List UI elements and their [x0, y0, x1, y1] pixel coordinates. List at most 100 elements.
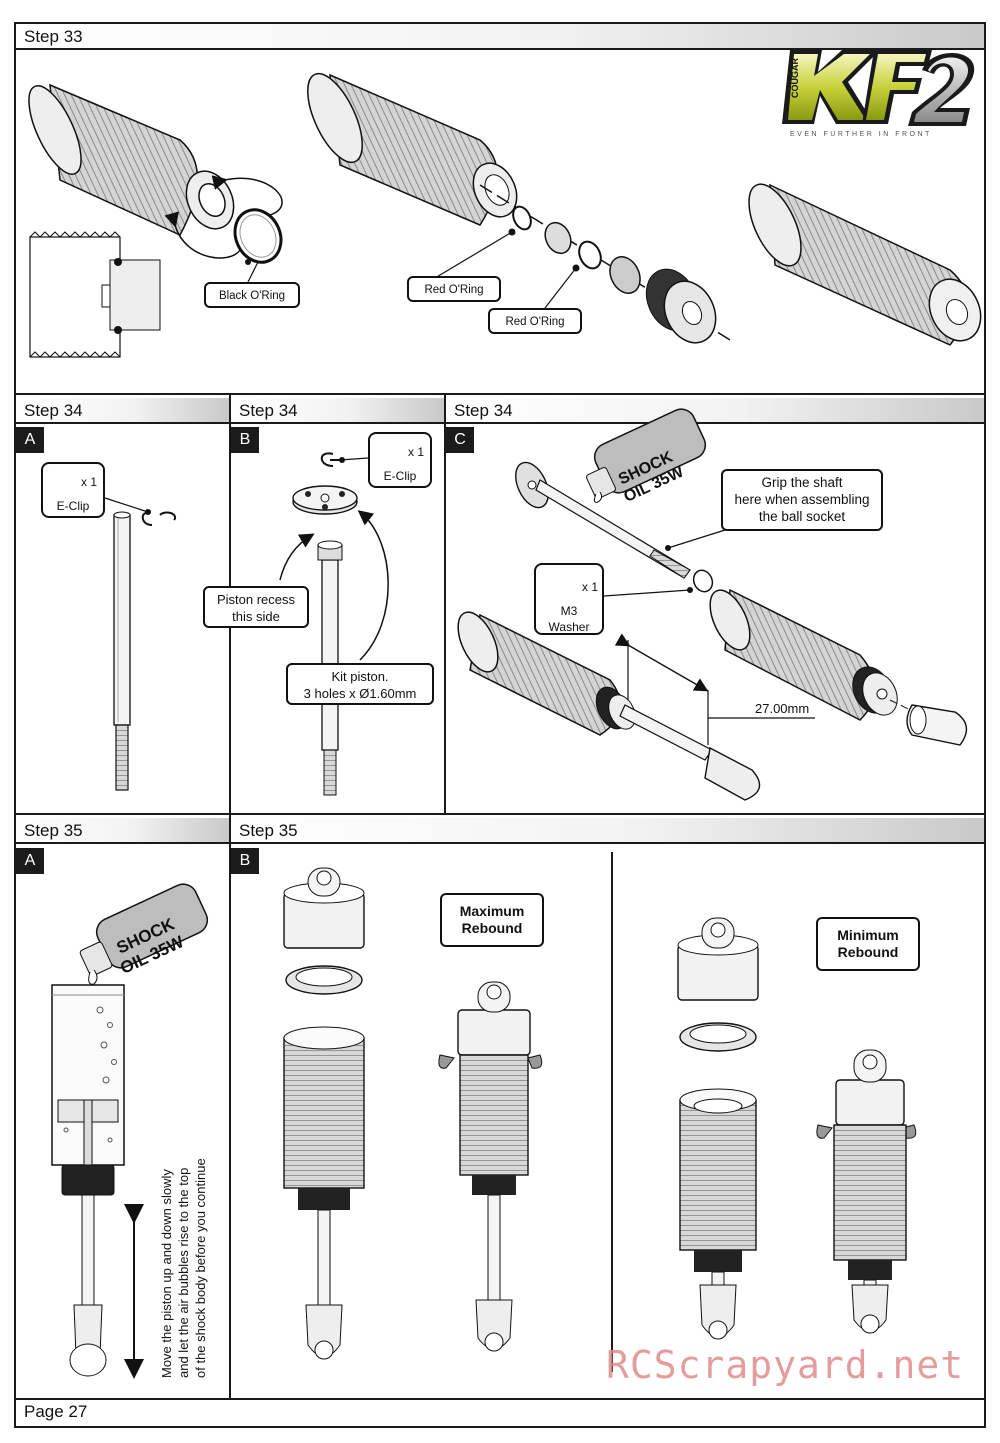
logo-tagline: EVEN FURTHER IN FRONT — [790, 131, 932, 138]
black-oring-label: Black O'Ring — [218, 290, 286, 302]
step35b-header: Step 35 — [231, 818, 984, 844]
black-oring-inner — [239, 214, 277, 258]
seal-washer — [609, 256, 641, 294]
spacer-ring — [544, 221, 572, 255]
step35b-divider — [611, 852, 613, 1372]
divider-34bc — [444, 395, 446, 813]
recess-line-2: this side — [232, 609, 280, 624]
step35a-header: Step 35 — [16, 818, 229, 844]
eclip-label-b: E-Clip — [383, 469, 417, 483]
step34c-header: Step 34 — [446, 398, 984, 424]
shock-shaft-a — [113, 511, 131, 791]
grip-line-1: Grip the shaft — [761, 475, 843, 490]
step34a-badge: A — [16, 427, 44, 453]
step33-title: Step 33 — [24, 27, 83, 46]
grip-line-3: the ball socket — [758, 509, 846, 524]
eclip-qty-b: x 1 — [408, 445, 425, 459]
eclip-callout-a: x 1 E-Clip — [41, 462, 105, 518]
body-max-exploded — [283, 1026, 365, 1360]
shock-body-filling — [51, 984, 125, 1377]
min-rebound-line-1: Minimum — [837, 927, 899, 943]
top-cap-min-exploded — [677, 917, 759, 1001]
dimension-label: 27.00mm — [755, 701, 810, 716]
ball-socket-c-left — [704, 746, 761, 801]
assembled-min-rebound — [816, 1049, 917, 1334]
shaft-c-left — [619, 704, 713, 761]
kit-piston — [292, 485, 358, 515]
kit-piston-line-1: Kit piston. — [331, 669, 389, 684]
top-cap-max-exploded — [283, 867, 365, 949]
black-oring-callout: Black O'Ring — [204, 282, 300, 308]
dim-arrow — [614, 633, 709, 692]
step35a-badge: A — [16, 848, 44, 874]
step34b-title: Step 34 — [239, 401, 298, 420]
washer-label-2: Washer — [548, 620, 590, 634]
step34c-badge: C — [446, 427, 474, 453]
assembled-max-rebound — [438, 981, 543, 1352]
watermark: RCScrapyard.net — [606, 1343, 965, 1387]
min-rebound-line-2: Rebound — [837, 944, 899, 960]
step33-shock-body-assembled — [748, 183, 982, 346]
step34c-title: Step 34 — [454, 401, 513, 420]
bladder-max-inner — [295, 967, 353, 987]
eclip-qty-a: x 1 — [81, 475, 98, 489]
grip-line-2: here when assembling — [734, 492, 870, 507]
eclip-label-a: E-Clip — [56, 499, 90, 513]
oil-bottle-a — [79, 883, 209, 985]
page-number: Page 27 — [24, 1402, 88, 1421]
m3-washer — [692, 569, 714, 593]
logo-brand: COUGAR — [790, 58, 800, 98]
kit-piston-line-2: 3 holes x Ø1.60mm — [303, 686, 417, 701]
body-min-exploded — [679, 1088, 757, 1340]
washer-label-1: M3 — [560, 604, 578, 618]
grip-shaft-callout: Grip the shaft here when assembling the … — [721, 469, 883, 531]
step33-bottom-cap — [645, 268, 717, 344]
step34b-badge: B — [231, 427, 259, 453]
step34a-title: Step 34 — [24, 401, 83, 420]
max-rebound-line-2: Rebound — [461, 920, 523, 936]
divider-footer — [14, 1398, 986, 1400]
max-rebound-line-1: Maximum — [459, 903, 525, 919]
recess-line-1: Piston recess — [216, 592, 296, 607]
m3-washer-callout: x 1 M3 Washer — [534, 563, 604, 635]
step35a-title: Step 35 — [24, 821, 83, 840]
step34b-header: Step 34 — [231, 398, 444, 424]
red-oring-label-1: Red O'Ring — [424, 284, 484, 296]
red-oring-callout-1: Red O'Ring — [407, 276, 501, 302]
shock-body-c-right — [709, 588, 898, 721]
step35b-badge: B — [231, 848, 259, 874]
washer-qty: x 1 — [582, 580, 599, 594]
kit-piston-arrow — [357, 510, 389, 661]
minimum-rebound-callout: Minimum Rebound — [816, 917, 920, 971]
eclip-callout-b: x 1 E-Clip — [368, 432, 432, 488]
red-oring-2 — [578, 240, 602, 270]
shaft-with-piston-c — [515, 461, 691, 579]
divider-row-1 — [14, 393, 986, 395]
step33-cutaway — [29, 231, 161, 358]
step33-arrow-b — [164, 211, 241, 259]
step33-shock-body-middle — [307, 72, 518, 226]
red-oring-1 — [512, 205, 532, 231]
red-oring-callout-2: Red O'Ring — [488, 308, 582, 334]
step33-shock-body-left — [28, 83, 235, 236]
step33-header: Step 33 — [16, 24, 984, 50]
bladder-min-inner — [689, 1024, 747, 1044]
step34a-header: Step 34 — [16, 398, 229, 424]
divider-35ab — [229, 815, 231, 1398]
oil-bottle-c — [586, 408, 707, 503]
recess-arrow — [279, 533, 315, 581]
step33-arrow-a — [211, 175, 283, 216]
red-oring-label-2: Red O'Ring — [505, 316, 565, 328]
maximum-rebound-callout: Maximum Rebound — [440, 893, 544, 947]
kf2-logo: COUGAR — [782, 50, 975, 126]
eclip-b — [320, 452, 340, 467]
ball-socket-c-right — [906, 704, 968, 746]
kit-piston-callout: Kit piston. 3 holes x Ø1.60mm — [286, 663, 434, 705]
divider-row-2 — [14, 813, 986, 815]
piston-recess-callout: Piston recess this side — [203, 586, 309, 628]
page-frame — [14, 22, 986, 1428]
